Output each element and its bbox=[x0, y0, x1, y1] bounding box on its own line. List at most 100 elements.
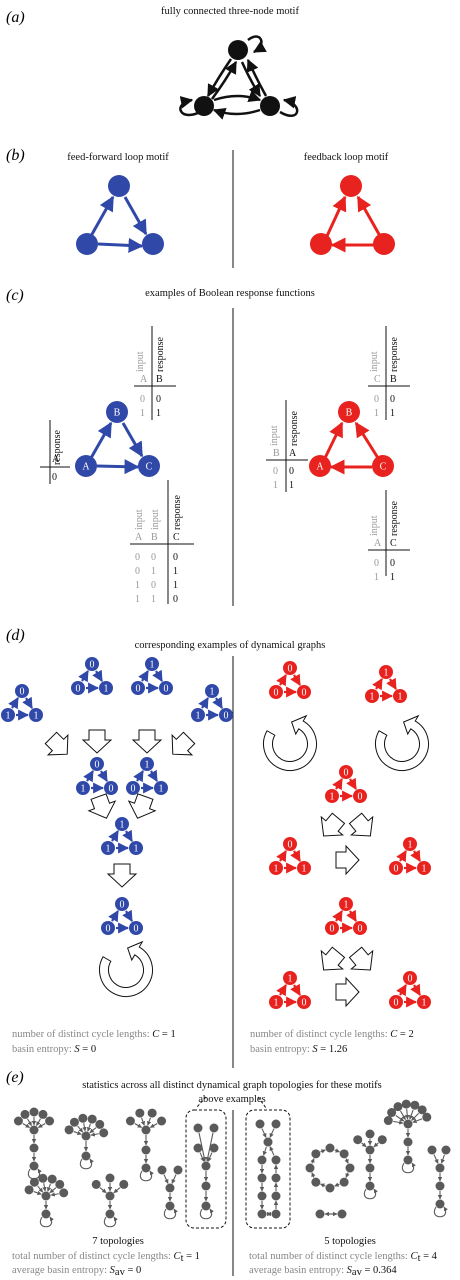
state-value: 0 bbox=[131, 784, 136, 795]
table-cell: C bbox=[374, 374, 381, 385]
topology-edge bbox=[207, 1152, 213, 1162]
panel-c: (c) examples of Boolean response functio… bbox=[6, 287, 410, 606]
state-value: 1 bbox=[384, 668, 389, 679]
table-cell: 1 bbox=[156, 408, 161, 419]
state-value: 0 bbox=[164, 684, 169, 695]
table-cell: 0 bbox=[289, 466, 294, 477]
state-value: 1 bbox=[210, 687, 215, 698]
state-node bbox=[145, 657, 159, 671]
panel-d: (d) corresponding examples of dynamical … bbox=[1, 627, 431, 1068]
callout-line-right bbox=[257, 1096, 267, 1109]
state-node bbox=[403, 971, 417, 985]
topology-edge bbox=[73, 1130, 82, 1136]
state-node bbox=[339, 897, 353, 911]
d-right-cycles: number of distinct cycle lengths: C = 2 bbox=[250, 1029, 414, 1040]
topology-edge bbox=[269, 1128, 275, 1138]
table-ffl-b: input response A B 0 0 1 1 bbox=[134, 326, 176, 420]
topology-node bbox=[435, 1181, 445, 1191]
table-cell: 0 bbox=[52, 472, 57, 483]
transition-arrow bbox=[335, 844, 360, 876]
table-header-response: response bbox=[289, 410, 300, 446]
state-node bbox=[15, 684, 29, 698]
state-node bbox=[1, 708, 15, 722]
state-value: 0 bbox=[394, 864, 399, 875]
table-cell: 1 bbox=[289, 480, 294, 491]
state-node bbox=[283, 661, 297, 675]
ffl-node-right bbox=[142, 233, 164, 255]
topology-edge bbox=[89, 1127, 97, 1134]
table-cell: A bbox=[135, 532, 143, 543]
state-value: 0 bbox=[358, 792, 363, 803]
state-value: 0 bbox=[302, 688, 307, 699]
topology-node bbox=[427, 1145, 437, 1155]
state-node bbox=[389, 995, 403, 1009]
topology-node bbox=[325, 1143, 335, 1153]
topology-node bbox=[135, 1108, 145, 1118]
topology-node bbox=[403, 1119, 413, 1129]
state-node bbox=[297, 685, 311, 699]
topology-node bbox=[353, 1135, 363, 1145]
table-ffl-a: response A 0 bbox=[40, 420, 70, 484]
state-node bbox=[389, 861, 403, 875]
topology-edge bbox=[33, 1190, 42, 1196]
topology-edge bbox=[99, 1187, 107, 1194]
state-node bbox=[154, 781, 168, 795]
topology-edge bbox=[49, 1187, 57, 1194]
topology-node bbox=[345, 1163, 355, 1173]
state-value: 0 bbox=[120, 900, 125, 911]
topology-edge bbox=[90, 1132, 99, 1137]
topology-node bbox=[201, 1201, 211, 1211]
topology-node bbox=[305, 1163, 315, 1173]
ffl-c-node-a bbox=[75, 455, 97, 477]
topology-node bbox=[435, 1163, 445, 1173]
topology-edge bbox=[163, 1174, 169, 1184]
state-value: 0 bbox=[288, 840, 293, 851]
e-right-topologies: 5 topologies bbox=[324, 1236, 376, 1247]
table-cell: 0 bbox=[173, 594, 178, 605]
topology-edge bbox=[395, 1114, 405, 1122]
topology-node bbox=[271, 1173, 281, 1183]
fbl-node-top bbox=[340, 175, 362, 197]
topology-node bbox=[45, 1116, 55, 1126]
state-node bbox=[131, 681, 145, 695]
panel-b: (b) feed-forward loop motif feedback loo… bbox=[6, 147, 395, 268]
panel-e: (e) statistics across all distinct dynam… bbox=[6, 1069, 451, 1278]
fbl-title: feedback loop motif bbox=[304, 152, 389, 163]
topology-edge bbox=[400, 1110, 406, 1121]
table-header-input: input bbox=[150, 509, 161, 530]
topology-node bbox=[377, 1135, 387, 1145]
ffl-node-top bbox=[108, 175, 130, 197]
topology-edge bbox=[149, 1123, 158, 1128]
state-node bbox=[99, 681, 113, 695]
panel-c-label: (c) bbox=[6, 287, 24, 304]
topology-node bbox=[29, 1177, 39, 1187]
topology-edge bbox=[373, 1142, 379, 1148]
e-left-topologies: 7 topologies bbox=[92, 1236, 144, 1247]
state-node bbox=[140, 757, 154, 771]
topology-edge bbox=[334, 1148, 340, 1153]
fb-c-node-b bbox=[338, 401, 360, 423]
table-header-response: response bbox=[155, 336, 166, 372]
state-node bbox=[339, 765, 353, 779]
topology-node bbox=[147, 1108, 157, 1118]
topology-node bbox=[105, 1209, 115, 1219]
state-node bbox=[129, 921, 143, 935]
topology-node bbox=[78, 1113, 88, 1123]
state-node bbox=[90, 757, 104, 771]
state-value: 0 bbox=[90, 660, 95, 671]
state-value: 0 bbox=[20, 687, 25, 698]
table-cell: A bbox=[52, 454, 60, 465]
state-node bbox=[393, 689, 407, 703]
topology-node bbox=[59, 1188, 69, 1198]
fbl-node-left bbox=[310, 233, 332, 255]
topology-node bbox=[365, 1181, 375, 1191]
fb-c-node-a bbox=[309, 455, 331, 477]
transition-arrow bbox=[87, 793, 117, 819]
topology-node bbox=[173, 1165, 183, 1175]
transition-arrow bbox=[171, 731, 196, 756]
state-node bbox=[29, 708, 43, 722]
topology-edge bbox=[42, 1183, 47, 1192]
